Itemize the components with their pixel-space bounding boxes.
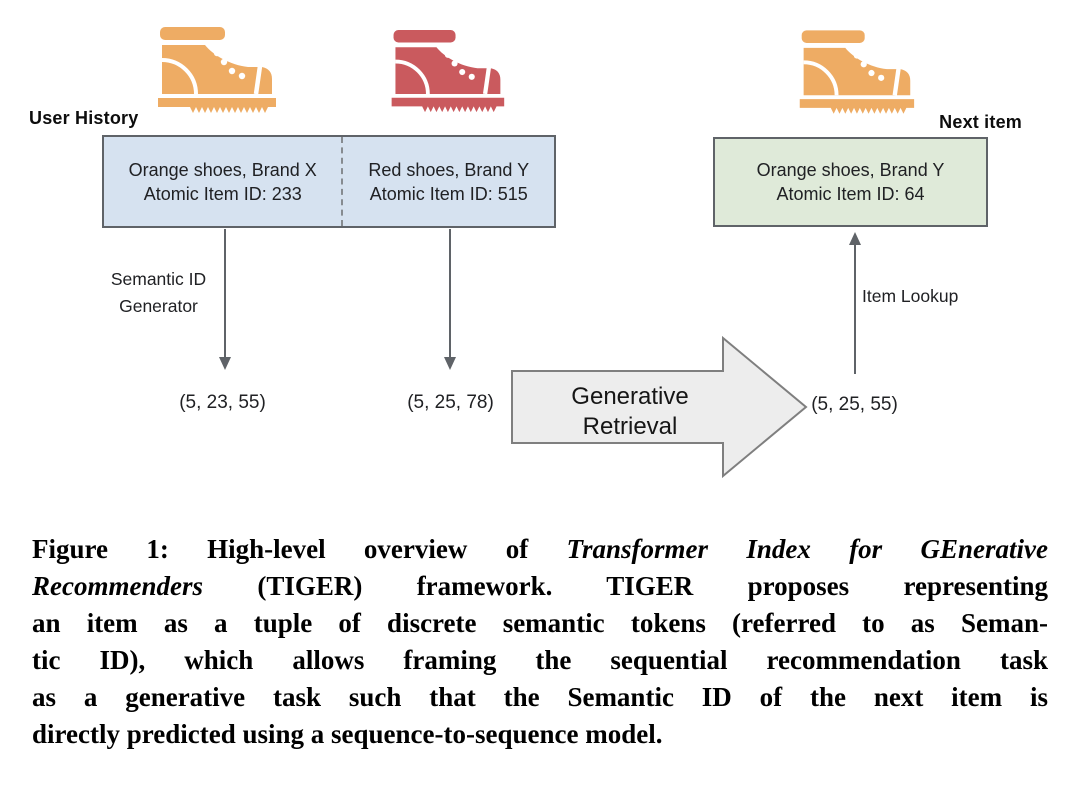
semantic-id-tuple-2: (5, 25, 78) (407, 392, 494, 413)
history-item-2-title: Red shoes, Brand Y (368, 159, 530, 180)
semantic-id-tuple-1: (5, 23, 55) (179, 392, 266, 413)
orange-boot-icon (150, 24, 280, 119)
caption-line: tic ID), which allows framing the sequen… (32, 645, 1048, 675)
caption-line: Figure 1: High-level overview of Transfo… (32, 534, 1049, 564)
generative-retrieval-arrow (511, 336, 808, 479)
caption-line: as a generative task such that the Seman… (32, 682, 1048, 712)
user-history-label: User History (29, 108, 139, 128)
caption-line: Recommenders (TIGER) framework. TIGER pr… (32, 571, 1048, 601)
next-item-box: Orange shoes, Brand Y Atomic Item ID: 64 (713, 137, 988, 227)
item-lookup-label: Item Lookup (862, 286, 959, 306)
next-item-id: Atomic Item ID: 64 (776, 184, 925, 204)
orange-boot-icon (792, 27, 918, 120)
user-history-box: Orange shoes, Brand X Atomic Item ID: 23… (102, 135, 556, 228)
history-item-1-id: Atomic Item ID: 233 (143, 183, 302, 204)
history-item-1-title: Orange shoes, Brand X (128, 159, 317, 180)
history-item-2: Red shoes, Brand Y Atomic Item ID: 515 (341, 137, 554, 226)
semantic-id-arrow-2 (444, 229, 456, 370)
caption-line: directly predicted using a sequence-to-s… (32, 719, 663, 749)
generative-retrieval-line2: Retrieval (582, 413, 678, 440)
history-item-2-id: Atomic Item ID: 515 (369, 183, 528, 204)
next-item-content: Orange shoes, Brand Y Atomic Item ID: 64 (715, 139, 986, 225)
semantic-id-generator-line1: Semantic ID (110, 269, 207, 289)
history-item-1: Orange shoes, Brand X Atomic Item ID: 23… (104, 137, 341, 226)
next-item-title: Orange shoes, Brand Y (756, 160, 945, 180)
caption-line: an item as a tuple of discrete semantic … (32, 608, 1048, 638)
semantic-id-generator-label: Semantic ID Generator (86, 266, 231, 320)
item-lookup-arrow (849, 232, 861, 374)
next-item-label: Next item (939, 112, 1022, 132)
semantic-id-generator-line2: Generator (119, 296, 198, 316)
predicted-semantic-id-tuple: (5, 25, 55) (811, 394, 898, 415)
generative-retrieval-label: Generative Retrieval (520, 382, 740, 442)
generative-retrieval-line1: Generative (571, 383, 689, 410)
red-boot-icon (384, 27, 508, 118)
figure-caption: Figure 1: High-level overview of Transfo… (32, 531, 1048, 753)
